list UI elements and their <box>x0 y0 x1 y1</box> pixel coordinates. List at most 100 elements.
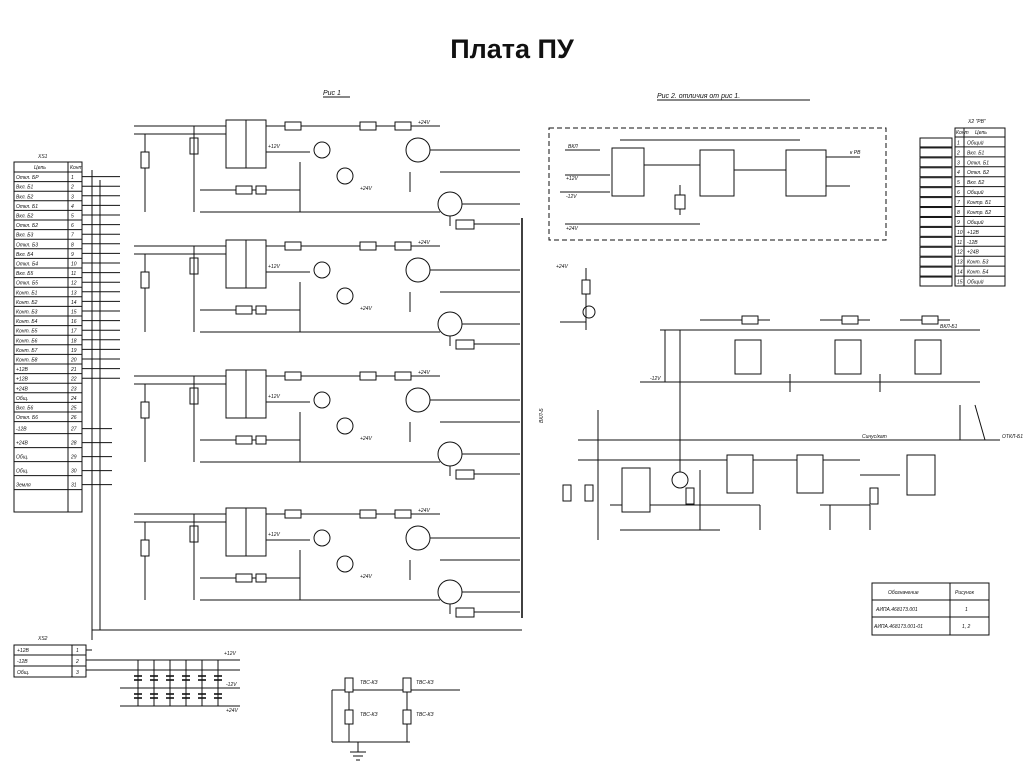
x2-row: Контр. Б2 <box>967 210 991 216</box>
x2-row: Откл. Б2 <box>967 170 989 176</box>
x2-row: Общий <box>967 189 984 196</box>
xs1-contact: 13 <box>71 290 77 296</box>
xs1-contact: 19 <box>71 348 77 354</box>
upper-row-neg: -12V <box>650 376 661 382</box>
xs1-lower-contact: 28 <box>70 441 77 447</box>
xs1-contact: 24 <box>70 396 77 402</box>
capacitor <box>182 660 190 706</box>
capacitor <box>134 660 142 706</box>
xs1-contact: 26 <box>70 415 77 421</box>
x2-contact: 15 <box>957 280 963 286</box>
designation-row-2: АИПА.468173.001-01 <box>873 624 923 630</box>
x2-row: Общий <box>967 139 984 146</box>
xs1-row: Вкл. Б2 <box>16 214 34 220</box>
xs1-contact: 4 <box>71 204 74 210</box>
svg-text:ТВС-КЗ: ТВС-КЗ <box>416 712 434 718</box>
x2-contact: 12 <box>957 250 963 256</box>
x2-contact: 10 <box>957 230 963 236</box>
svg-text:2: 2 <box>75 659 79 665</box>
capacitor <box>214 660 222 706</box>
xs1-row: Конт. Б2 <box>16 300 38 306</box>
xs1-lower-row: -12В <box>16 427 27 433</box>
channel-supply-label: +24V <box>418 370 430 376</box>
xs1-row: Откл. Б3 <box>16 242 38 248</box>
page-title: Плата ПУ <box>450 34 574 64</box>
x2-contact: 7 <box>957 200 960 206</box>
svg-text:Конт: Конт <box>956 130 969 136</box>
x2-row: Вкл. Б2 <box>967 180 985 186</box>
xs1-contact: 8 <box>71 242 74 248</box>
lower-row-output: ОТКЛ-Б1 <box>1002 434 1023 440</box>
x2-row: Конт. Б4 <box>967 270 989 276</box>
xs1-row: Общ. <box>16 396 28 402</box>
xs1-row: Вкл. Б6 <box>16 406 34 412</box>
capacitor <box>150 660 158 706</box>
channel-block: +24V+24V+12V <box>134 369 520 480</box>
xs1-row: Вкл. Б3 <box>16 233 34 239</box>
cap-bus-label-3: +24V <box>226 708 238 714</box>
channel-supply-label: +24V <box>360 186 372 192</box>
xs1-lower-row: Общ. <box>16 469 28 475</box>
x2-contact: 6 <box>957 190 960 196</box>
capacitor <box>166 660 174 706</box>
xs1-row: Конт. Б4 <box>16 319 38 325</box>
designation-table: Обозначение Рисунок АИПА.468173.001 1 АИ… <box>871 582 990 636</box>
channel-supply-label: +12V <box>268 532 280 538</box>
lower-row-lamp-label: Синус/кат <box>862 434 887 440</box>
xs1-contact: 7 <box>71 233 74 239</box>
xs1-lower-contact: 27 <box>70 427 77 433</box>
channel-supply-label: +24V <box>360 306 372 312</box>
channel-supply-label: +24V <box>418 240 430 246</box>
xs1-lower-row: +24В <box>16 441 28 447</box>
xs1-lower-row: Общ. <box>16 455 28 461</box>
channel-block: +24V+24V+12V <box>134 239 520 350</box>
fig1-circuit: +24V+24V+12V+24V+24V+12V+24V+24V+12V+24V… <box>82 119 523 761</box>
xs1-row: Конт. Б6 <box>16 338 38 344</box>
x2-row: Общий <box>967 219 984 226</box>
xs1-contact: 12 <box>71 281 77 287</box>
x2-contact: 13 <box>957 260 963 266</box>
xs1-contact: 20 <box>70 358 77 364</box>
x2-contact: 9 <box>957 220 960 226</box>
svg-text:1: 1 <box>76 648 79 654</box>
x2-label: X2 "РВ" <box>967 119 986 125</box>
channel-supply-label: +24V <box>360 436 372 442</box>
x2-contact: 3 <box>957 160 960 166</box>
fig2-dashed-module: ВКЛ +12V -12V +24V к РВ <box>548 127 887 241</box>
x2-contact: 11 <box>957 240 962 246</box>
svg-text:ВКЛ: ВКЛ <box>568 144 578 150</box>
xs1-contact: 25 <box>70 406 77 412</box>
xs1-contact: 15 <box>71 310 77 316</box>
xs2-label: XS2 <box>37 636 48 642</box>
channel-block: +24V+24V+12V <box>134 507 520 618</box>
x2-contact: 8 <box>957 210 960 216</box>
relay-coil-group: ТВС-КЗ ТВС-КЗ ТВС-КЗ ТВС-КЗ <box>331 677 460 761</box>
xs1-label: XS1 <box>37 154 48 160</box>
xs1-row: Откл. Б2 <box>16 223 38 229</box>
svg-text:ТВС-КЗ: ТВС-КЗ <box>360 680 378 686</box>
xs1-row: Конт. Б7 <box>16 348 38 354</box>
svg-text:Цепь: Цепь <box>975 130 987 136</box>
xs1-contact: 23 <box>70 386 77 392</box>
xs1-row: Откл. БР <box>16 175 39 181</box>
xs1-row: Конт. Б8 <box>16 358 38 364</box>
channel-block: +24V+24V+12V <box>134 119 520 230</box>
xs1-lower-contact: 31 <box>71 483 77 489</box>
xs1-row: Откл. Б4 <box>16 262 38 268</box>
xs1-contact: 18 <box>71 338 77 344</box>
xs1-row: Откл. Б6 <box>16 415 38 421</box>
xs1-lower-row: Земля <box>16 483 31 489</box>
x2-row: Контр. Б1 <box>967 200 991 206</box>
xs1-row: Откл. Б5 <box>16 281 38 287</box>
xs1-row: Откл. Б1 <box>16 204 38 210</box>
xs1-contact: 2 <box>70 185 74 191</box>
x2-row: Откл. Б1 <box>967 160 989 166</box>
svg-text:ТВС-КЗ: ТВС-КЗ <box>360 712 378 718</box>
designation-col-1: Обозначение <box>888 590 919 596</box>
xs1-contact: 11 <box>71 271 76 277</box>
xs1-row: Вкл. Б1 <box>16 185 34 191</box>
xs1-row: Конт. Б5 <box>16 329 38 335</box>
